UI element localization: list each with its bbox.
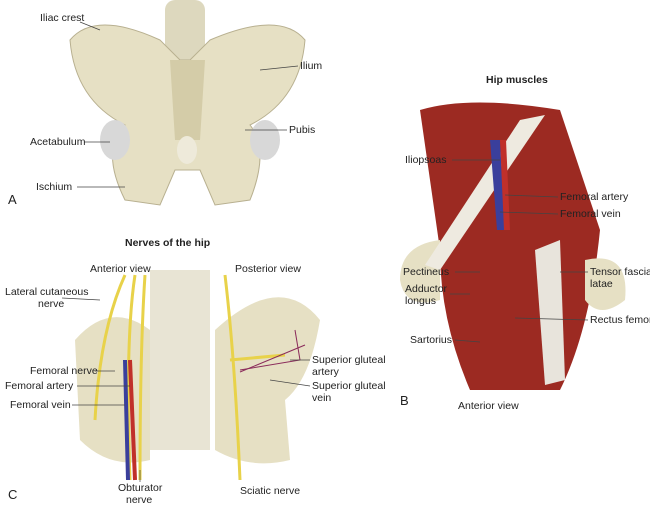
panel-letter-c: C — [8, 487, 18, 502]
panel-letter-b: B — [400, 393, 409, 408]
title-hip-muscles: Hip muscles — [486, 74, 548, 86]
label-femoral-artery-b: Femoral artery — [560, 191, 629, 203]
label-femoral-artery-c: Femoral artery — [5, 380, 74, 392]
label-pubis: Pubis — [289, 124, 316, 136]
label-adductor-longus-2: longus — [405, 295, 436, 307]
label-posterior-view-c: Posterior view — [235, 263, 301, 275]
label-femoral-nerve: Femoral nerve — [30, 365, 98, 377]
label-sup-gluteal-vein-2: vein — [312, 392, 332, 404]
pelvis-illustration — [69, 0, 306, 206]
label-sartorius: Sartorius — [410, 334, 453, 346]
label-anterior-view-c: Anterior view — [90, 263, 151, 275]
label-sup-gluteal-artery-2: artery — [312, 366, 339, 378]
label-ilium: Ilium — [300, 60, 323, 72]
label-femoral-vein-b: Femoral vein — [560, 208, 621, 220]
panel-letter-a: A — [8, 192, 17, 207]
label-tensor-1: Tensor fascia — [590, 266, 650, 278]
label-obturator-2: nerve — [126, 494, 153, 506]
label-rectus-femoris: Rectus femoris — [590, 314, 650, 326]
leader-lines — [61, 21, 589, 482]
title-nerves-of-the-hip: Nerves of the hip — [125, 237, 211, 249]
label-sup-gluteal-vein-1: Superior gluteal — [312, 380, 386, 392]
label-acetabulum: Acetabulum — [30, 136, 86, 148]
label-iliopsoas: Iliopsoas — [405, 154, 447, 166]
hip-muscles-illustration — [400, 102, 626, 390]
label-iliac-crest: Iliac crest — [40, 12, 85, 24]
label-tensor-2: latae — [590, 278, 613, 290]
label-adductor-longus-1: Adductor — [405, 283, 448, 295]
label-ischium: Ischium — [36, 181, 73, 193]
label-pectineus: Pectineus — [403, 266, 450, 278]
label-anterior-view-b: Anterior view — [458, 400, 519, 412]
label-lateral-cutaneous-1: Lateral cutaneous — [5, 286, 89, 298]
hip-nerves-illustration — [75, 270, 320, 481]
label-femoral-vein-c: Femoral vein — [10, 399, 71, 411]
label-obturator-1: Obturator — [118, 482, 163, 494]
label-sup-gluteal-artery-1: Superior gluteal — [312, 354, 386, 366]
label-lateral-cutaneous-2: nerve — [38, 298, 65, 310]
label-sciatic-nerve: Sciatic nerve — [240, 485, 301, 497]
